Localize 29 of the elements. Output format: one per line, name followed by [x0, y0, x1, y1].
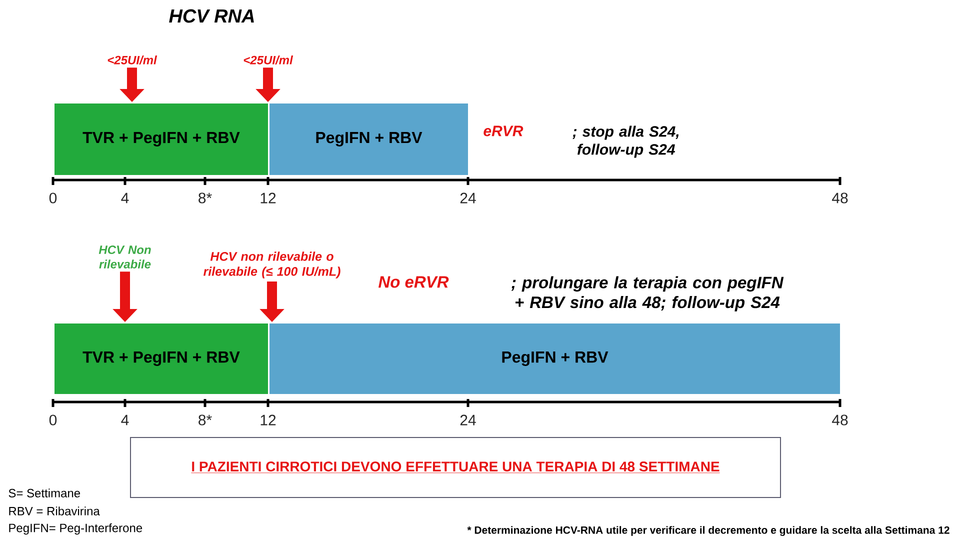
- arrow-label: <25UI/ml: [244, 56, 294, 64]
- arrow-label: HCV non rilevabile o rilevabile (≤ 100 IU/mL): [204, 252, 340, 278]
- week-number: 24: [460, 192, 476, 204]
- treatment-bar: PegIFN + RBV: [268, 322, 842, 396]
- week-number: 0: [49, 192, 57, 204]
- abbreviation-note: PegIFN= Peg-Interferone: [9, 523, 142, 535]
- treatment-bar: TVR + PegIFN + RBV: [53, 102, 270, 176]
- week-number: 12: [260, 192, 276, 204]
- week-number: 12: [260, 414, 276, 426]
- week-number: 8*: [198, 192, 212, 204]
- treatment-bar: PegIFN + RBV: [268, 102, 470, 176]
- title: HCV RNA: [169, 9, 254, 23]
- week-number: 0: [49, 414, 57, 426]
- week-number: 24: [460, 414, 476, 426]
- note-box: I PAZIENTI CIRROTICI DEVONO EFFETTUARE UNA TERAPIA DI 48 SETTIMANE: [130, 437, 781, 498]
- status-label: No eRVR: [378, 276, 449, 288]
- arrow-label: <25UI/ml: [108, 56, 158, 64]
- footnote: * Determinazione HCV-RNA utile per verificare il decremento e guidare la scelta alla Settimana 12: [467, 526, 950, 536]
- week-number: 4: [121, 192, 129, 204]
- instruction-text: ; stop alla S24, follow-up S24: [572, 126, 679, 158]
- abbreviation-note: RBV = Ribavirina: [9, 506, 100, 516]
- arrow-label: HCV Non rilevabile: [98, 246, 151, 268]
- abbreviation-note: S= Settimane: [8, 488, 80, 498]
- week-number: 8*: [198, 414, 212, 426]
- week-number: 48: [832, 192, 848, 204]
- week-number: 4: [121, 414, 129, 426]
- status-label: eRVR: [484, 126, 524, 136]
- week-number: 48: [832, 414, 848, 426]
- treatment-bar: TVR + PegIFN + RBV: [53, 322, 270, 396]
